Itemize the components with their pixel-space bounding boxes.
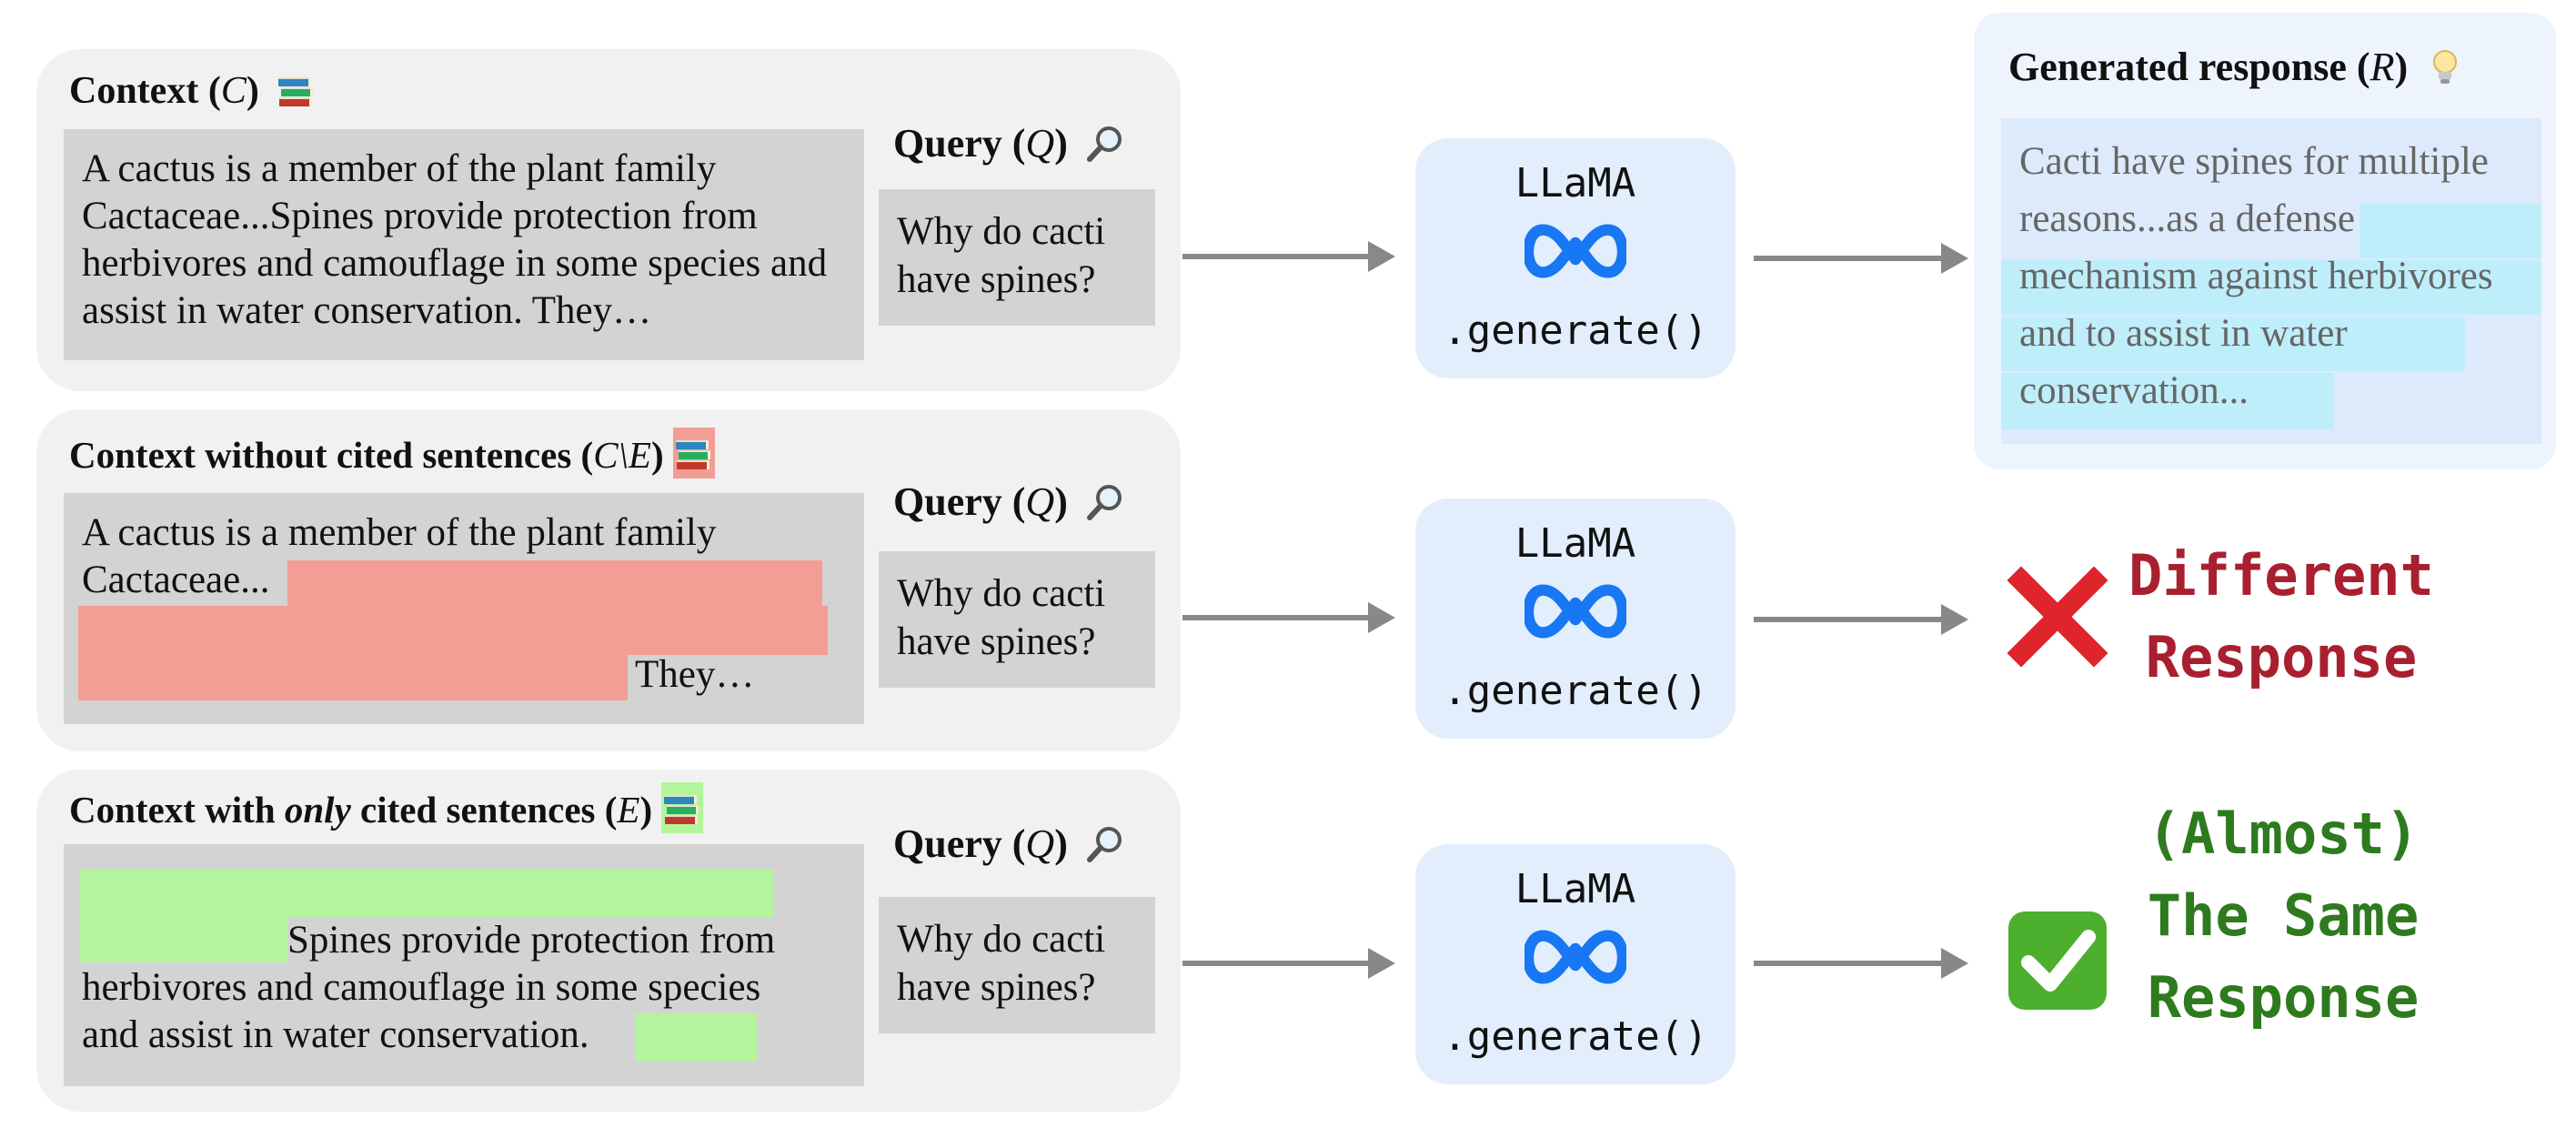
books-icon <box>278 77 314 106</box>
context-line: herbivores and camouflage in some specie… <box>82 966 761 1009</box>
response-highlight <box>2001 373 2334 429</box>
query-title: Query (Q) <box>893 120 1125 166</box>
removed-highlight <box>287 560 822 609</box>
panel-title: Context (C) <box>69 69 316 113</box>
arrow-to-output <box>1754 948 1968 979</box>
lightbulb-icon <box>2433 50 2458 84</box>
model-call: .generate() <box>1443 307 1708 354</box>
removed-highlight <box>78 653 628 700</box>
magnifier-icon <box>1085 124 1125 164</box>
model-call: .generate() <box>1443 1013 1708 1060</box>
response-text: Cacti have spines for multiple reasons..… <box>2019 140 2493 412</box>
same-response-label: (Almost) The Same Response <box>2147 801 2420 1031</box>
context-line: A cactus is a member of the plant family <box>82 511 717 554</box>
books-icon <box>675 440 710 469</box>
context-line: and assist in water conservation. <box>82 1013 589 1056</box>
model-name: LLaMA <box>1514 866 1636 912</box>
cross-mark-icon <box>2007 566 2108 668</box>
meta-infinity-icon <box>1524 926 1626 988</box>
check-mark-icon <box>2008 911 2107 1010</box>
query-title: Query (Q) <box>893 821 1125 867</box>
query-text: Why do cacti have spines? <box>897 572 1106 663</box>
response-highlight <box>2001 317 2465 371</box>
query-box: Why do cacti have spines? <box>879 897 1155 1033</box>
context-panel-full: Context (C) A cactus is a member of the … <box>36 49 1181 391</box>
kept-highlight <box>635 1013 757 1061</box>
magnifier-icon <box>1085 482 1125 522</box>
meta-infinity-icon <box>1524 580 1626 642</box>
arrow-to-output <box>1754 243 1968 274</box>
different-response-label: Different Response <box>2128 542 2434 690</box>
response-highlight <box>2360 204 2541 258</box>
model-box: LLaMA .generate() <box>1415 844 1736 1084</box>
panel-title: Context with only cited sentences (E) <box>69 782 704 833</box>
context-box: A cactus is a member of the plant family… <box>64 129 864 360</box>
response-highlight <box>2001 260 2541 315</box>
model-name: LLaMA <box>1514 520 1636 567</box>
response-box: Cacti have spines for multiple reasons..… <box>2001 118 2541 444</box>
meta-infinity-icon <box>1524 220 1626 282</box>
query-box: Why do cacti have spines? <box>879 551 1155 688</box>
query-box: Why do cacti have spines? <box>879 189 1155 326</box>
context-panel-removed: Context without cited sentences (C\E) A … <box>36 409 1181 751</box>
books-icon <box>664 795 699 824</box>
panel-title: Context without cited sentences (C\E) <box>69 428 715 478</box>
removed-highlight <box>78 606 828 655</box>
generated-response-panel: Generated response (R) Cacti have spines… <box>1974 13 2556 469</box>
query-text: Why do cacti have spines? <box>897 210 1106 301</box>
kept-highlight <box>80 915 287 962</box>
query-text: Why do cacti have spines? <box>897 918 1106 1009</box>
context-panel-only-cited: Context with only cited sentences (E) Sp… <box>36 770 1181 1112</box>
context-text: A cactus is a member of the plant family… <box>82 147 828 332</box>
context-line: They… <box>635 653 755 696</box>
model-name: LLaMA <box>1514 160 1636 206</box>
model-box: LLaMA .generate() <box>1415 499 1736 739</box>
kept-highlight <box>80 870 773 917</box>
response-title: Generated response (R) <box>2008 44 2465 90</box>
model-call: .generate() <box>1443 668 1708 714</box>
context-line: Cactaceae... <box>82 559 270 601</box>
arrow-to-output <box>1754 604 1968 635</box>
arrow-to-model <box>1182 602 1395 633</box>
query-title: Query (Q) <box>893 478 1125 525</box>
context-line: Spines provide protection from <box>287 919 776 962</box>
context-box: A cactus is a member of the plant family… <box>64 493 864 724</box>
arrow-to-model <box>1182 241 1395 272</box>
model-box: LLaMA .generate() <box>1415 138 1736 378</box>
context-box: Spines provide protection from herbivore… <box>64 844 864 1086</box>
arrow-to-model <box>1182 948 1395 979</box>
magnifier-icon <box>1085 824 1125 864</box>
